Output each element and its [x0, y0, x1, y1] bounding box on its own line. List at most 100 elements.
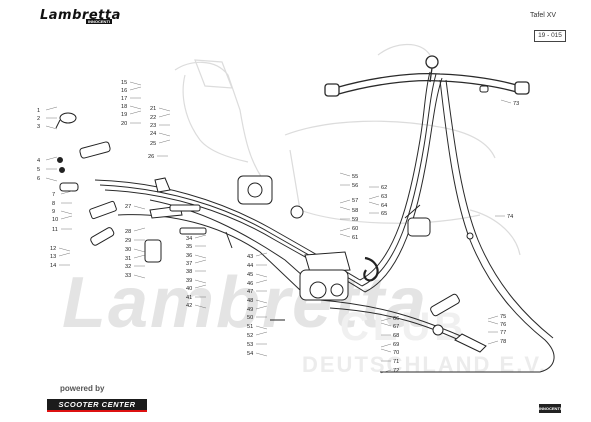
callout-30: 30 — [125, 247, 131, 253]
callout-59: 59 — [352, 217, 358, 223]
diagram-code: 19 - 015 — [534, 30, 566, 42]
callout-67: 67 — [393, 324, 399, 330]
callout-21: 21 — [150, 106, 156, 112]
leader-line-33 — [133, 274, 146, 279]
handlebar — [324, 55, 530, 97]
callout-42: 42 — [186, 303, 192, 309]
callout-14: 14 — [50, 263, 56, 269]
leader-line-60 — [339, 227, 351, 232]
leader-line-63 — [368, 195, 380, 200]
callout-33: 33 — [125, 273, 131, 279]
callout-26: 26 — [148, 154, 154, 160]
callout-52: 52 — [247, 333, 253, 339]
callout-6: 6 — [37, 176, 40, 182]
callout-47: 47 — [247, 289, 253, 295]
leader-line-45 — [255, 273, 268, 278]
leader-line-75 — [487, 315, 499, 320]
callout-58: 58 — [352, 208, 358, 214]
callout-7: 7 — [52, 192, 55, 198]
leader-line-57 — [339, 199, 351, 204]
callout-46: 46 — [247, 281, 253, 287]
leader-line-51 — [255, 325, 268, 330]
callout-64: 64 — [381, 203, 387, 209]
callout-23: 23 — [150, 123, 156, 129]
callout-15: 15 — [121, 80, 127, 86]
leader-line-61 — [339, 233, 351, 238]
callout-60: 60 — [352, 226, 358, 232]
leader-line-10 — [60, 215, 73, 220]
callout-57: 57 — [352, 198, 358, 204]
callout-43: 43 — [247, 254, 253, 260]
callout-49: 49 — [247, 307, 253, 313]
leader-line-78 — [487, 340, 499, 345]
callout-66: 66 — [393, 316, 399, 322]
callout-10: 10 — [52, 217, 58, 223]
leader-line-9 — [60, 210, 73, 215]
leader-line-6 — [45, 177, 58, 182]
callout-54: 54 — [247, 351, 253, 357]
callout-25: 25 — [150, 141, 156, 147]
callout-70: 70 — [393, 350, 399, 356]
callout-71: 71 — [393, 359, 399, 365]
callout-28: 28 — [125, 229, 131, 235]
leader-line-72 — [380, 369, 392, 374]
callout-2: 2 — [37, 116, 40, 122]
leader-line-3 — [45, 125, 58, 130]
leader-line-70 — [380, 348, 392, 353]
leader-line-31 — [133, 254, 146, 259]
callout-35: 35 — [186, 244, 192, 250]
leader-line-52 — [255, 331, 268, 336]
callout-48: 48 — [247, 298, 253, 304]
plate-title: Tafel XV — [530, 12, 557, 19]
callout-78: 78 — [500, 339, 506, 345]
callout-31: 31 — [125, 256, 131, 262]
callout-63: 63 — [381, 194, 387, 200]
callout-39: 39 — [186, 278, 192, 284]
callout-50: 50 — [247, 315, 253, 321]
callout-41: 41 — [186, 295, 192, 301]
leader-line-22 — [158, 113, 171, 118]
callout-72: 72 — [393, 368, 399, 374]
callout-51: 51 — [247, 324, 253, 330]
leader-line-30 — [133, 248, 146, 253]
leader-line-54 — [255, 352, 268, 357]
callout-68: 68 — [393, 333, 399, 339]
callout-19: 19 — [121, 112, 127, 118]
callout-9: 9 — [52, 209, 55, 215]
leader-line-40 — [194, 284, 207, 289]
callout-18: 18 — [121, 104, 127, 110]
leader-line-58 — [339, 206, 351, 211]
callout-34: 34 — [186, 236, 192, 242]
callout-22: 22 — [150, 115, 156, 121]
leader-line-13 — [58, 252, 71, 257]
callout-11: 11 — [52, 227, 58, 233]
callout-44: 44 — [247, 263, 253, 269]
callout-20: 20 — [121, 121, 127, 127]
leader-line-39 — [194, 279, 207, 284]
callout-5: 5 — [37, 167, 40, 173]
callout-53: 53 — [247, 342, 253, 348]
callout-1: 1 — [37, 108, 40, 114]
callout-76: 76 — [500, 322, 506, 328]
callout-74: 74 — [507, 214, 513, 220]
scooter-center-logo[interactable]: SCOOTER CENTER — [47, 399, 147, 412]
callout-77: 77 — [500, 330, 506, 336]
callout-45: 45 — [247, 272, 253, 278]
callout-numbers: 1234567891011121314151617181920212223242… — [37, 80, 519, 374]
watermark-country: DEUTSCHLAND E.V. — [302, 352, 548, 377]
leader-line-27 — [133, 205, 146, 210]
leader-line-73 — [500, 99, 512, 104]
leader-line-37 — [194, 259, 207, 264]
leader-line-12 — [58, 247, 71, 252]
leader-line-24 — [158, 132, 171, 137]
component-parts — [55, 85, 489, 353]
leader-line-1 — [45, 106, 58, 111]
callout-56: 56 — [352, 183, 358, 189]
leader-line-21 — [158, 107, 171, 112]
callout-62: 62 — [381, 185, 387, 191]
leader-line-69 — [380, 343, 392, 348]
leader-line-42 — [194, 304, 207, 309]
callout-29: 29 — [125, 238, 131, 244]
leader-line-48 — [255, 299, 268, 304]
